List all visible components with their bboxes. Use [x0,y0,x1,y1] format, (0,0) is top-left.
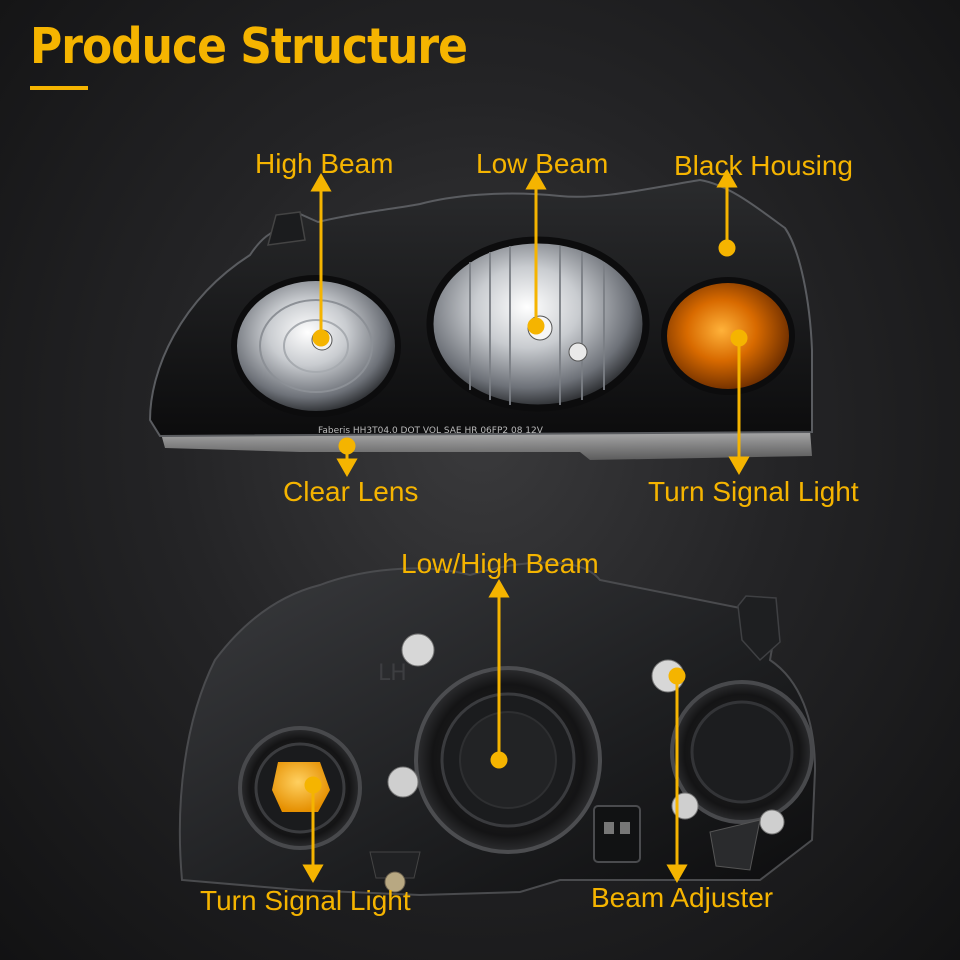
label-beam-adjuster: Beam Adjuster [591,882,774,913]
lens-molded-text: Faberis HH3T04.0 DOT VOL SAE HR 06FP2 08… [318,426,544,436]
title-underline [30,86,88,90]
label-low-high-beam: Low/High Beam [401,548,599,579]
amber-bulb-cap [272,762,330,812]
connector-block [593,805,641,863]
page-title: Produce Structure [30,18,468,76]
label-turn-signal-back: Turn Signal Light [200,885,411,916]
label-clear-lens: Clear Lens [283,476,419,507]
label-high-beam: High Beam [255,148,394,179]
label-turn-signal-front: Turn Signal Light [648,476,859,507]
turn-signal-lens [661,277,795,395]
front-headlight: Faberis HH3T04.0 DOT VOL SAE HR 06FP2 08… [148,178,813,460]
label-low-beam: Low Beam [476,148,609,179]
front-annotations [310,168,750,478]
back-headlight: LH [178,561,817,897]
housing-mark: LH [378,661,407,686]
label-black-housing: Black Housing [674,150,853,181]
back-annotations [302,578,688,884]
clear-lens-strip [160,430,812,460]
